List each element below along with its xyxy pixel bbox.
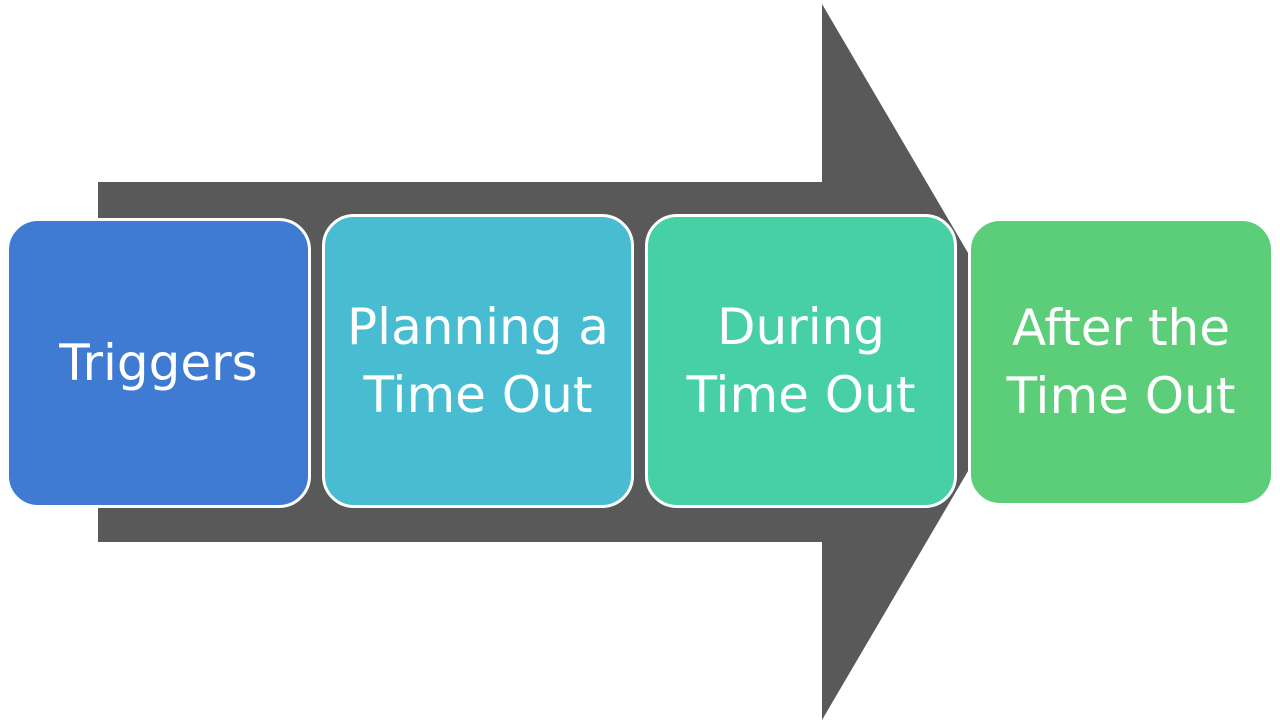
step-triggers: Triggers [6,218,311,508]
step-planning-a-time-out-label: Planning a Time Out [347,298,609,424]
step-after-the-time-out-label: After the Time Out [1006,299,1236,425]
step-during-time-out: During Time Out [645,214,957,508]
step-after-the-time-out: After the Time Out [968,218,1274,506]
step-planning-a-time-out: Planning a Time Out [322,214,634,508]
step-triggers-label: Triggers [59,334,258,392]
step-during-time-out-label: During Time Out [686,298,916,424]
